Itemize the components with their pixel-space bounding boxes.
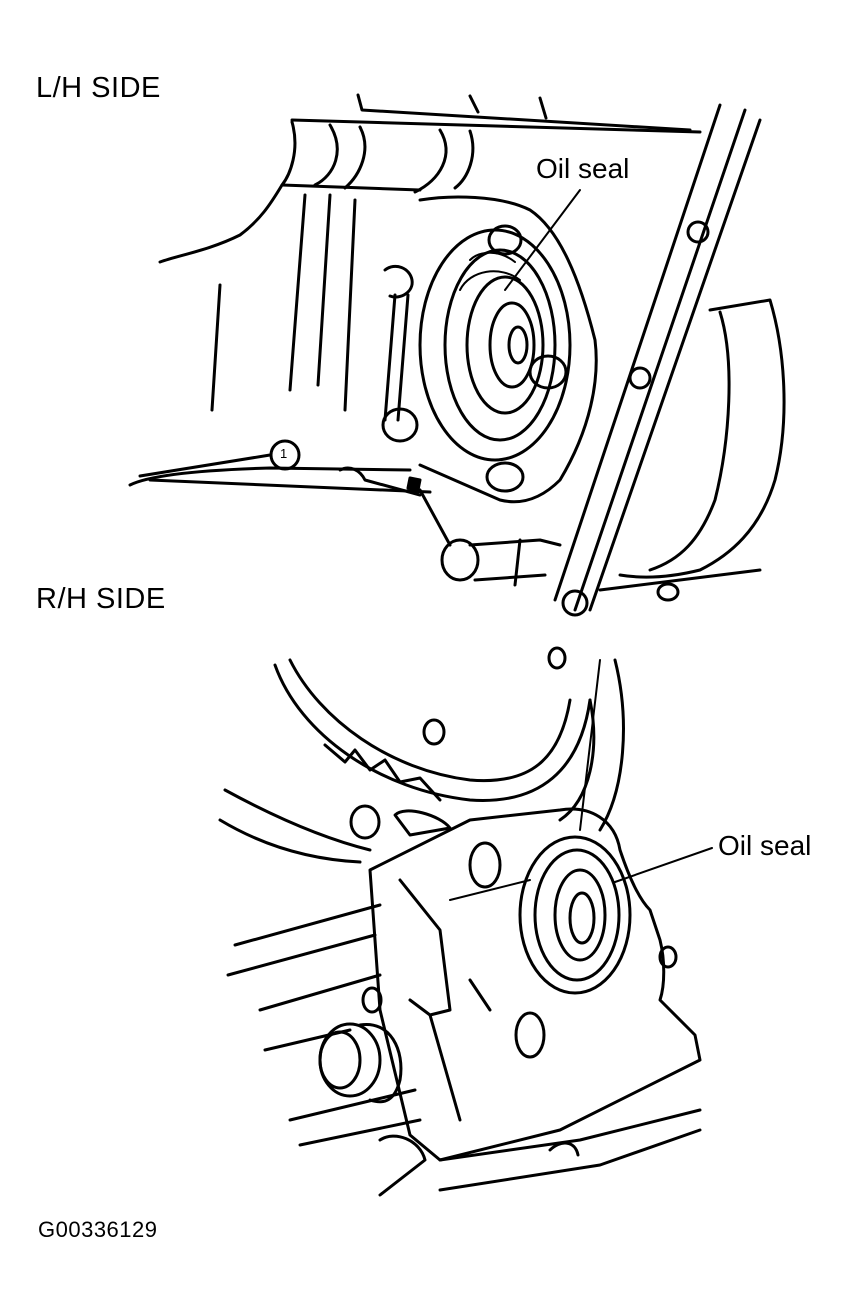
oil-seal-rh-outer bbox=[518, 835, 632, 995]
timing-cover bbox=[618, 298, 786, 579]
rear-plate bbox=[418, 195, 598, 504]
gasket-rail bbox=[553, 103, 722, 602]
rh-oil-seal-leader bbox=[614, 847, 713, 883]
rh-side-title: R/H SIDE bbox=[36, 583, 166, 615]
oil-seal-rh-inner bbox=[553, 868, 607, 962]
lh-oil-seal-leader bbox=[504, 189, 581, 291]
oil-seal-center bbox=[507, 325, 529, 365]
lh-oil-seal-label: Oil seal bbox=[536, 153, 630, 184]
rear-plate-rh bbox=[368, 807, 702, 1162]
lower-bolt bbox=[440, 538, 480, 582]
lh-side-title: L/H SIDE bbox=[36, 72, 161, 104]
plate-bolt bbox=[487, 224, 523, 256]
rh-oil-seal-label: Oil seal bbox=[718, 830, 812, 861]
figure-id: G00336129 bbox=[38, 1217, 158, 1242]
plate-hole bbox=[349, 804, 381, 840]
callout-marker-number: 1 bbox=[280, 446, 288, 461]
callout-marker-circle bbox=[269, 439, 301, 471]
flywheel bbox=[273, 663, 592, 802]
